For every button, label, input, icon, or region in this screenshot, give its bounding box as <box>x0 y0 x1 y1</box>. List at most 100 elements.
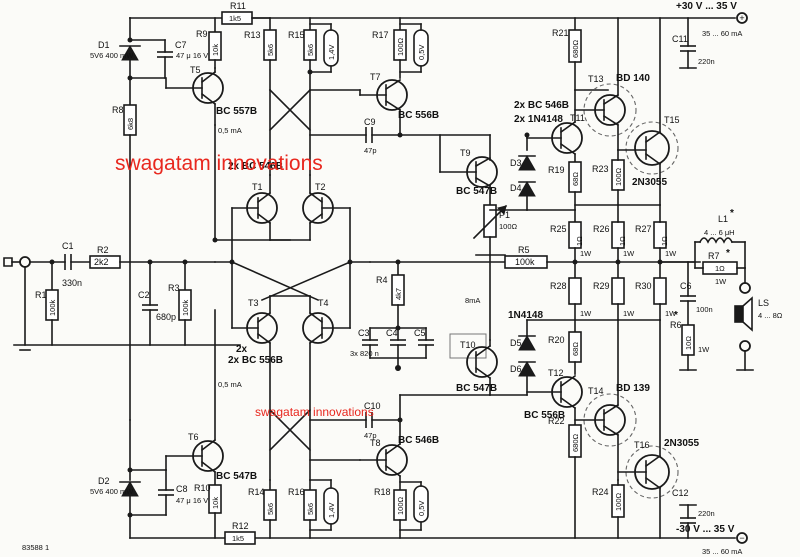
r3-value: 100k <box>181 299 190 316</box>
pos-current-label: 35 ... 60 mA <box>702 29 742 38</box>
r15-voltage: 1,4V <box>327 45 336 60</box>
l1-value: 4 ... 6 μH <box>704 228 735 237</box>
r15-value: 5k6 <box>306 44 315 56</box>
r30-watt: 1W <box>665 309 677 318</box>
d4-label: D4 <box>510 183 522 193</box>
r7-watt: 1W <box>715 277 727 286</box>
r23-value: 100Ω <box>614 167 623 186</box>
bias-network: T9 BC 547B P1 100Ω 8mA D3 D4 2x 1N4148 T… <box>439 114 563 396</box>
r16-voltage: 1,4V <box>327 503 336 518</box>
r26-watt: 1W <box>623 249 635 258</box>
t8-label: T8 <box>370 438 381 448</box>
r17-value: 100Ω <box>396 37 405 56</box>
r26-label: R26 <box>593 224 610 234</box>
l1-star: * <box>730 208 734 219</box>
d3-label: D3 <box>510 158 522 168</box>
c6-value: 100n <box>696 305 713 314</box>
feedback-network: 4k7 R4 C3 C4 C5 3x 820 n <box>350 259 506 371</box>
t2-label: T2 <box>315 182 326 192</box>
r21-value: 680Ω <box>571 39 580 58</box>
r13-label: R13 <box>244 30 261 40</box>
c11-value: 220n <box>698 57 715 66</box>
d1-value: 5V6 400 mW <box>90 51 134 60</box>
l1-label: L1 <box>718 214 728 224</box>
r23-label: R23 <box>592 164 609 174</box>
t4-label: T4 <box>318 298 329 308</box>
output-bottom: R28 R29 R30 1W 1W 1W 68Ω R20 T12 BC 556B… <box>489 261 715 539</box>
t13-type: BD 140 <box>616 73 650 84</box>
c10-value: 47p <box>364 431 377 440</box>
r14-label: R14 <box>248 487 265 497</box>
d6-label: D6 <box>510 364 522 374</box>
r2-label: R2 <box>97 245 109 255</box>
r10-label: R10 <box>194 483 211 493</box>
r27-value: 1Ω <box>660 236 669 246</box>
t1-label: T1 <box>252 182 263 192</box>
t15-label: T15 <box>664 115 680 125</box>
r1-label: R1 <box>35 290 47 300</box>
r12-label: R12 <box>232 521 249 531</box>
t15-type: 2N3055 <box>632 177 667 188</box>
r22-label: R22 <box>548 416 565 426</box>
watermark-large: swagatam innovations <box>115 152 323 175</box>
r16-label: R16 <box>288 487 305 497</box>
c11-label: C11 <box>672 34 688 44</box>
transistor-t5: T5 BC 557B 0,5 mA <box>165 65 257 241</box>
top-vas: 5k6 R13 5k6 R15 1,4V 100Ω R17 0,5V <box>244 17 491 155</box>
r20-label: R20 <box>548 335 565 345</box>
d1-label: D1 <box>98 40 110 50</box>
p1-value: 100Ω <box>499 222 518 231</box>
t34-pair-type: 2x BC 556B <box>228 355 283 366</box>
c3-label: C3 <box>358 328 370 338</box>
diode-pair-type-bottom: 1N4148 <box>508 310 543 321</box>
r1-value: 100k <box>48 299 57 316</box>
c5-label: C5 <box>414 328 426 338</box>
d2-label: D2 <box>98 476 110 486</box>
r25-value: 1Ω <box>575 236 584 246</box>
r18-value: 100Ω <box>396 496 405 515</box>
r26-value: 1Ω <box>618 236 627 246</box>
r18-voltage: 0,5V <box>417 501 426 516</box>
r19-label: R19 <box>548 165 565 175</box>
r28-watt: 1W <box>580 309 592 318</box>
neg-rail-label: -30 V ... 35 V <box>676 524 735 535</box>
r7-value: 1Ω <box>715 264 725 273</box>
t12-type: BC 556B <box>524 410 565 421</box>
r20-value: 68Ω <box>571 342 580 356</box>
c2-label: C2 <box>138 290 150 300</box>
output-network: L1 4 ... 6 μH * 1Ω R7 * 1W C6 100n 10Ω R… <box>659 208 783 371</box>
c1-value: 330n <box>62 278 82 288</box>
c6-label: C6 <box>680 281 692 291</box>
c4-label: C4 <box>386 328 398 338</box>
r7-star: * <box>726 248 730 259</box>
r25-label: R25 <box>550 224 567 234</box>
r4-value: 4k7 <box>394 288 403 300</box>
t9-label: T9 <box>460 148 471 158</box>
r12-value: 1k5 <box>232 534 244 543</box>
c9-label: C9 <box>364 117 376 127</box>
r18-label: R18 <box>374 487 391 497</box>
neg-current-label: 35 ... 60 mA <box>702 547 742 556</box>
diode-pair-type-top: 2x 1N4148 <box>514 114 563 125</box>
t6-label: T6 <box>188 432 199 442</box>
r5-label: R5 <box>518 245 530 255</box>
t6-type: BC 547B <box>216 471 257 482</box>
t10-type: BC 547B <box>456 383 497 394</box>
t5-type: BC 557B <box>216 106 257 117</box>
r22-value: 680Ω <box>571 433 580 452</box>
bottom-vas: 0,5 mA T6 BC 547B 10k R10 D2 5V6 400 mW … <box>90 309 491 545</box>
watermark-small: swagatam innovations <box>255 405 374 419</box>
bias-current-label: 8mA <box>465 296 480 305</box>
r16-value: 5k6 <box>306 503 315 515</box>
r17-label: R17 <box>372 30 389 40</box>
t13-label: T13 <box>588 74 604 84</box>
t12-pair-type: 2x BC 546B <box>228 161 283 172</box>
ls-label: LS <box>758 298 769 308</box>
c7-value: 47 μ 16 V <box>176 51 208 60</box>
c1-label: C1 <box>62 241 74 251</box>
current-bottom-label: 0,5 mA <box>218 380 242 389</box>
t3-label: T3 <box>248 298 259 308</box>
r9-value: 10k <box>211 44 220 56</box>
r27-watt: 1W <box>665 249 677 258</box>
t9-type: BC 547B <box>456 186 497 197</box>
